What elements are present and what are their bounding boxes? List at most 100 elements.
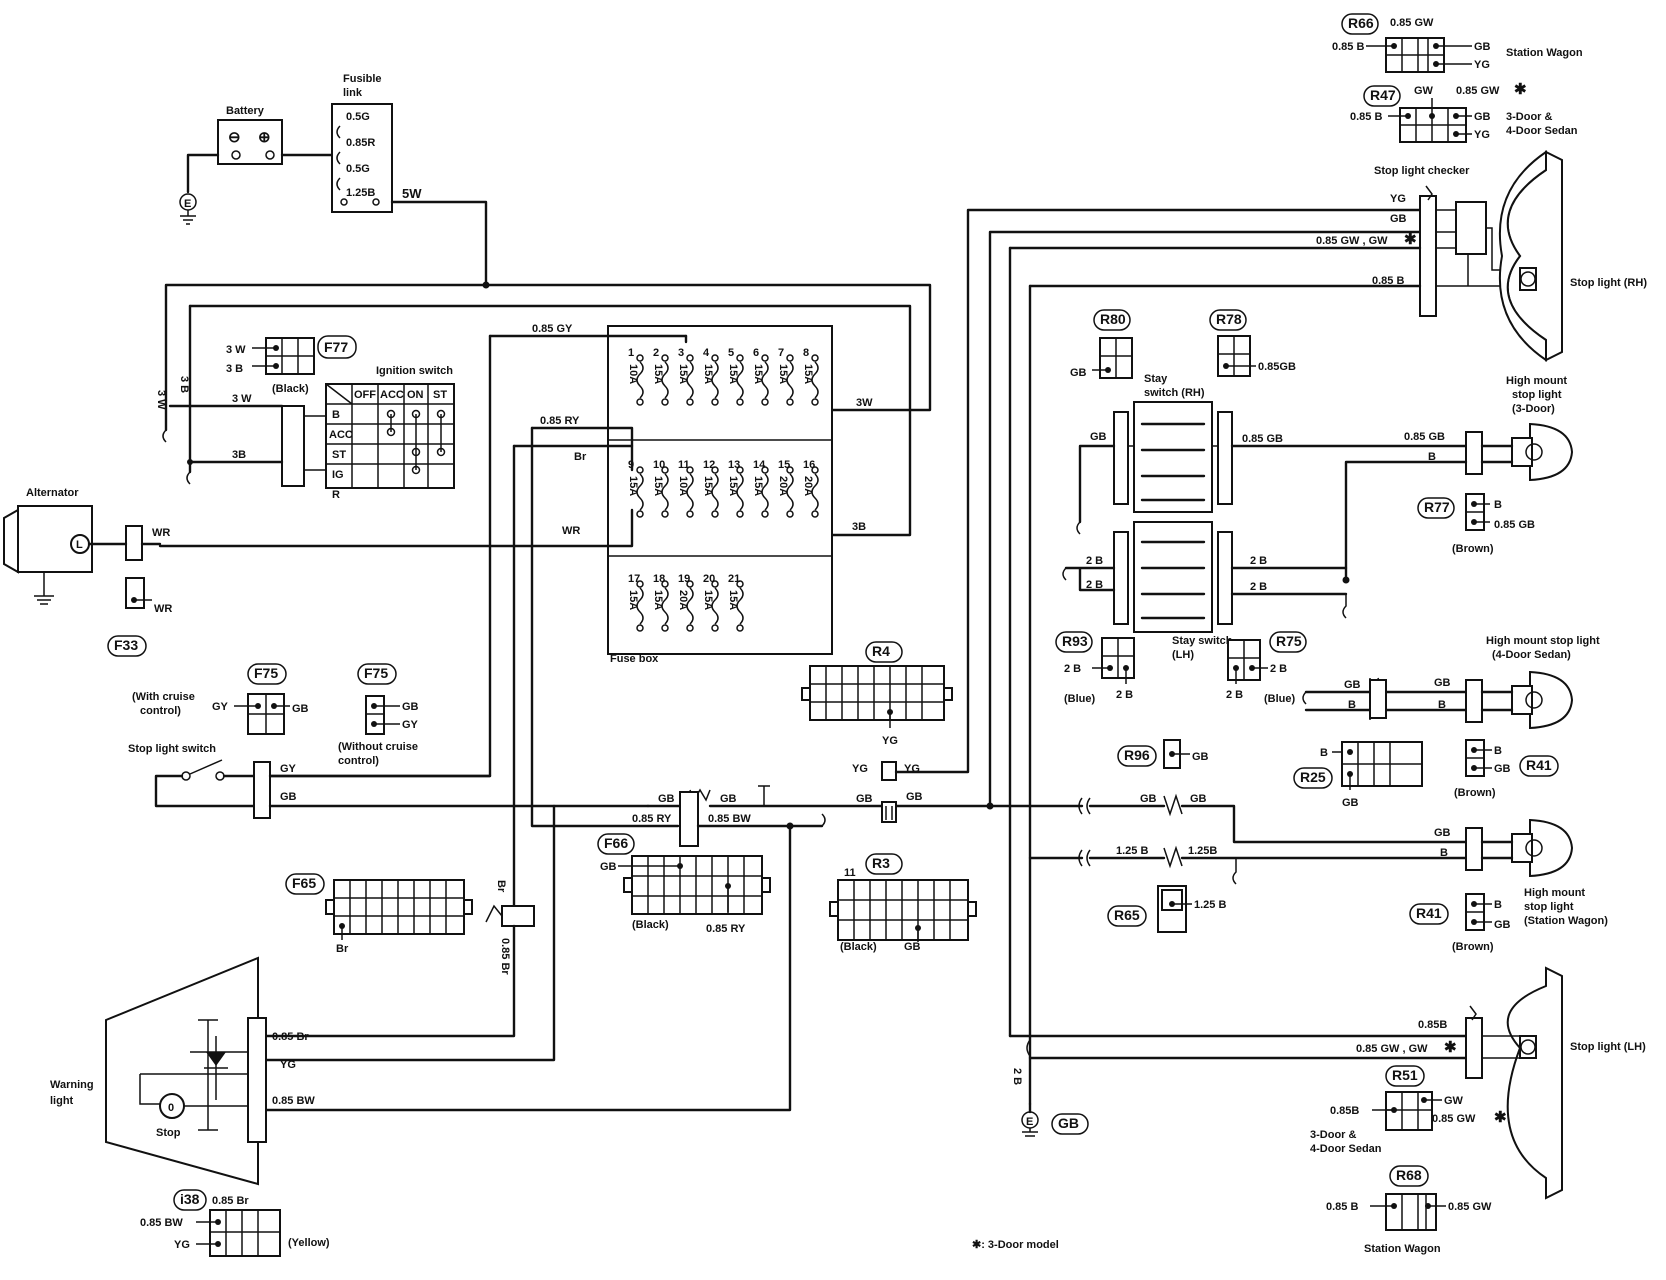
stop-light-switch-label: Stop light switch bbox=[128, 743, 216, 755]
r41b-color: (Brown) bbox=[1452, 941, 1494, 953]
r47-label1: 3-Door & bbox=[1506, 111, 1553, 123]
f66-color: (Black) bbox=[632, 919, 669, 931]
high-mount-3door: High mount stop light (3-Door) 0.85 GB B bbox=[1344, 375, 1574, 582]
connector-f75-no-cruise: F75 GB GY (Without cruise control) bbox=[338, 663, 419, 767]
wagon-gb3: GB bbox=[1434, 827, 1451, 839]
fuse-number: 15 bbox=[778, 459, 790, 471]
r25-gb: GB bbox=[1342, 797, 1359, 809]
f65-wire: Br bbox=[336, 943, 349, 955]
connector-r78: R78 0.85GB bbox=[1209, 309, 1296, 377]
connector-i38: i38 0.85 Br 0.85 BW YG (Yellow) bbox=[140, 1189, 330, 1257]
fusible-wire-3: 0.5G bbox=[346, 163, 370, 175]
warning-stop-label: Stop bbox=[156, 1127, 181, 1139]
r51-gw: GW bbox=[1444, 1095, 1464, 1107]
ground-gb-icon: E GB bbox=[1021, 1111, 1089, 1137]
wire-br-top: Br bbox=[574, 451, 587, 463]
battery-minus: ⊖ bbox=[228, 129, 241, 146]
fuse-amperage: 15A bbox=[777, 364, 789, 384]
hm3-label3: (3-Door) bbox=[1512, 403, 1555, 415]
r47-gb: GB bbox=[1474, 111, 1491, 123]
r41b-b: B bbox=[1494, 899, 1502, 911]
r47-left: 0.85 B bbox=[1350, 111, 1382, 123]
wire-3w-fuse: 3W bbox=[856, 397, 873, 409]
warning-wire-br: 0.85 Br bbox=[272, 1031, 309, 1043]
fuse-amperage: 15A bbox=[727, 476, 739, 496]
r66-gb: GB bbox=[1474, 41, 1491, 53]
checker-star: ✱ bbox=[1404, 231, 1417, 248]
r25-b: B bbox=[1320, 747, 1328, 759]
r66-yg: YG bbox=[1474, 59, 1490, 71]
r3-gb: GB bbox=[904, 941, 921, 953]
alternator-wire: WR bbox=[152, 527, 170, 539]
stay-lh-label1: Stay switch bbox=[1172, 635, 1233, 647]
fuse-number: 6 bbox=[753, 347, 759, 359]
f77-code: F77 bbox=[324, 339, 348, 355]
fuse-amperage: 15A bbox=[802, 364, 814, 384]
hmw-label3: (Station Wagon) bbox=[1524, 915, 1608, 927]
hm3-label1: High mount bbox=[1506, 375, 1567, 387]
connector-r68: R68 0.85 B 0.85 GW Station Wagon bbox=[1326, 1165, 1492, 1255]
fuse-number: 7 bbox=[778, 347, 784, 359]
wagon-b3: B bbox=[1440, 847, 1448, 859]
warning-light-label1: Warning bbox=[50, 1079, 94, 1091]
stop-lh-b: 0.85B bbox=[1418, 1019, 1447, 1031]
connector-r75: R75 2 B 2 B (Blue) bbox=[1226, 631, 1307, 705]
stay-switch-rh: Stay switch (RH) GB 0.85 GB bbox=[1076, 373, 1472, 535]
r51-gw2: 0.85 GW bbox=[1432, 1113, 1476, 1125]
f77-pin1: 3 W bbox=[226, 344, 246, 356]
wagon-125b-a: 1.25 B bbox=[1116, 845, 1148, 857]
fuse-amperage: 15A bbox=[652, 476, 664, 496]
wagon-gb1: GB bbox=[1140, 793, 1157, 805]
wagon-125b-b: 1.25B bbox=[1188, 845, 1217, 857]
r80-code: R80 bbox=[1100, 311, 1126, 327]
fuse-amperage: 20A bbox=[777, 476, 789, 496]
r75-right: 2 B bbox=[1270, 663, 1287, 675]
ground-wire: 2 B bbox=[1011, 1068, 1023, 1085]
fuse-number: 5 bbox=[728, 347, 734, 359]
footnote: ✱: 3-Door model bbox=[972, 1239, 1059, 1251]
switch-wire-gy: GY bbox=[280, 763, 297, 775]
r47-gw: GW bbox=[1414, 85, 1434, 97]
f75a-note2: control) bbox=[140, 705, 181, 717]
r41a-color: (Brown) bbox=[1454, 787, 1496, 799]
r75-code: R75 bbox=[1276, 633, 1302, 649]
mid-wire-gb1: GB bbox=[658, 793, 675, 805]
fuse-number: 18 bbox=[653, 573, 665, 585]
r41b-gb: GB bbox=[1494, 919, 1511, 931]
fuse-amperage: 15A bbox=[702, 476, 714, 496]
stay-lh-b-right2: 2 B bbox=[1250, 581, 1267, 593]
br-wire-bottom: 0.85 Br bbox=[499, 938, 511, 975]
f66-ry: 0.85 RY bbox=[706, 923, 746, 935]
alternator: Alternator L WR bbox=[3, 487, 170, 605]
connector-r80: R80 GB bbox=[1070, 309, 1133, 379]
hm3-label2: stop light bbox=[1512, 389, 1562, 401]
r51-star: ✱ bbox=[1494, 1109, 1507, 1126]
stay-lh-b-right1: 2 B bbox=[1250, 555, 1267, 567]
stop-light-checker: Stop light checker YG GB 0.85 GW , GW ✱ … bbox=[1316, 165, 1520, 317]
f77-pin2: 3 B bbox=[226, 363, 243, 375]
high-mount-wagon: High mount stop light (Station Wagon) bbox=[1465, 818, 1608, 927]
connector-r77: R77 B 0.85 GB (Brown) bbox=[1417, 493, 1535, 555]
warning-light: Warning light 0 Stop 0.85 Br YG 0.85 BW bbox=[50, 956, 315, 1186]
warning-wire-yg: YG bbox=[280, 1059, 296, 1071]
mid-wire-ry: 0.85 RY bbox=[632, 813, 672, 825]
r51-code: R51 bbox=[1392, 1067, 1418, 1083]
connector-r41-b: R41 B GB (Brown) bbox=[1409, 893, 1511, 953]
r41a-code: R41 bbox=[1526, 757, 1552, 773]
hm4-gb1: GB bbox=[1344, 679, 1361, 691]
svg-text:E: E bbox=[184, 198, 191, 210]
r93-left: 2 B bbox=[1064, 663, 1081, 675]
r93-code: R93 bbox=[1062, 633, 1088, 649]
svg-text:E: E bbox=[1026, 1116, 1033, 1128]
r4-wire: YG bbox=[882, 735, 898, 747]
r47-label2: 4-Door Sedan bbox=[1506, 125, 1578, 137]
fuse-number: 10 bbox=[653, 459, 665, 471]
i38-yg: YG bbox=[174, 1239, 190, 1251]
hm3-gb: 0.85 GB bbox=[1404, 431, 1445, 443]
ground-label: GB bbox=[1058, 1115, 1079, 1131]
